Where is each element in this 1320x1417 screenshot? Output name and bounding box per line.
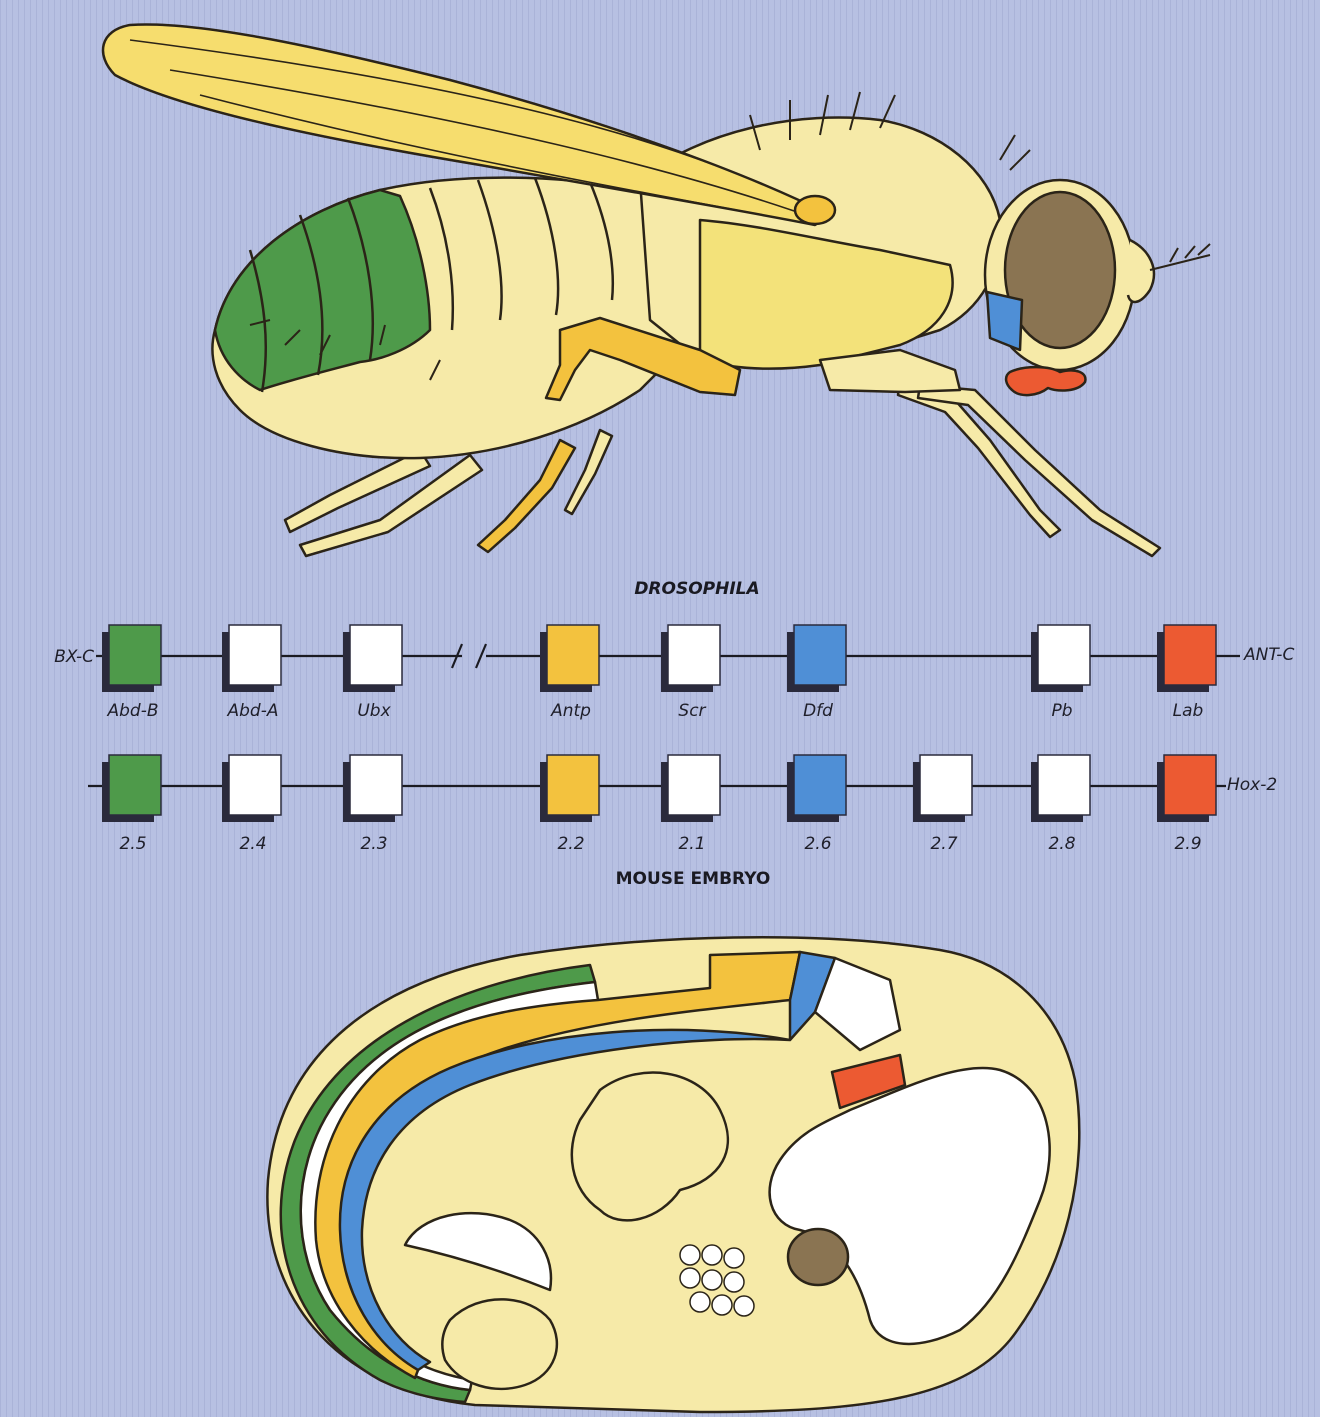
drosophila-gene-box	[1164, 625, 1216, 685]
mouse-gene-label: 2.5	[119, 834, 146, 854]
embryo-eye	[788, 1229, 848, 1285]
mouse-gene-box	[794, 755, 846, 815]
mouse-gene-label: 2.7	[930, 834, 957, 854]
drosophila-gene-box	[109, 625, 161, 685]
mouse-gene-box	[1164, 755, 1216, 815]
mouse-gene-box	[1038, 755, 1090, 815]
drosophila-gene-label: Abd-A	[227, 701, 279, 721]
drosophila-gene-box	[1038, 625, 1090, 685]
mouse-gene-label: 2.2	[557, 834, 584, 854]
drosophila-gene-label: Lab	[1173, 701, 1204, 721]
mouse-gene-label: 2.4	[239, 834, 266, 854]
mouse-gene-label: 2.1	[678, 834, 705, 854]
drosophila-gene-box	[350, 625, 402, 685]
mouse-embryo-illustration	[267, 937, 1079, 1412]
drosophila-gene-label: Abd-B	[106, 701, 158, 721]
drosophila-gene-box	[668, 625, 720, 685]
embryo-hindlimb	[442, 1299, 557, 1388]
mouse-gene-box	[920, 755, 972, 815]
mouse-gene-box	[668, 755, 720, 815]
mouse-title: MOUSE EMBRYO	[616, 869, 771, 889]
drosophila-title: DROSOPHILA	[634, 579, 759, 599]
mouse-gene-label: 2.8	[1048, 834, 1075, 854]
drosophila-gene-label: Scr	[678, 701, 706, 721]
drosophila-gene-label: Pb	[1051, 701, 1072, 721]
drosophila-gene-box	[547, 625, 599, 685]
drosophila-gene-label: Antp	[550, 701, 591, 721]
mouse-gene-box	[350, 755, 402, 815]
bxc-label: BX-C	[54, 647, 94, 667]
antc-label: ANT-C	[1243, 645, 1294, 665]
embryo-somites	[680, 1245, 754, 1316]
mouse-gene-label: 2.3	[360, 834, 387, 854]
mouse-gene-box	[109, 755, 161, 815]
mouse-gene-label: 2.6	[804, 834, 831, 854]
mouse-gene-label: 2.9	[1174, 834, 1201, 854]
mouse-gene-box	[547, 755, 599, 815]
drosophila-gene-box	[229, 625, 281, 685]
drosophila-gene-box	[794, 625, 846, 685]
hox2-label: Hox-2	[1227, 775, 1277, 795]
drosophila-gene-label: Ubx	[357, 701, 391, 721]
mouse-gene-box	[229, 755, 281, 815]
drosophila-gene-label: Dfd	[803, 701, 833, 721]
